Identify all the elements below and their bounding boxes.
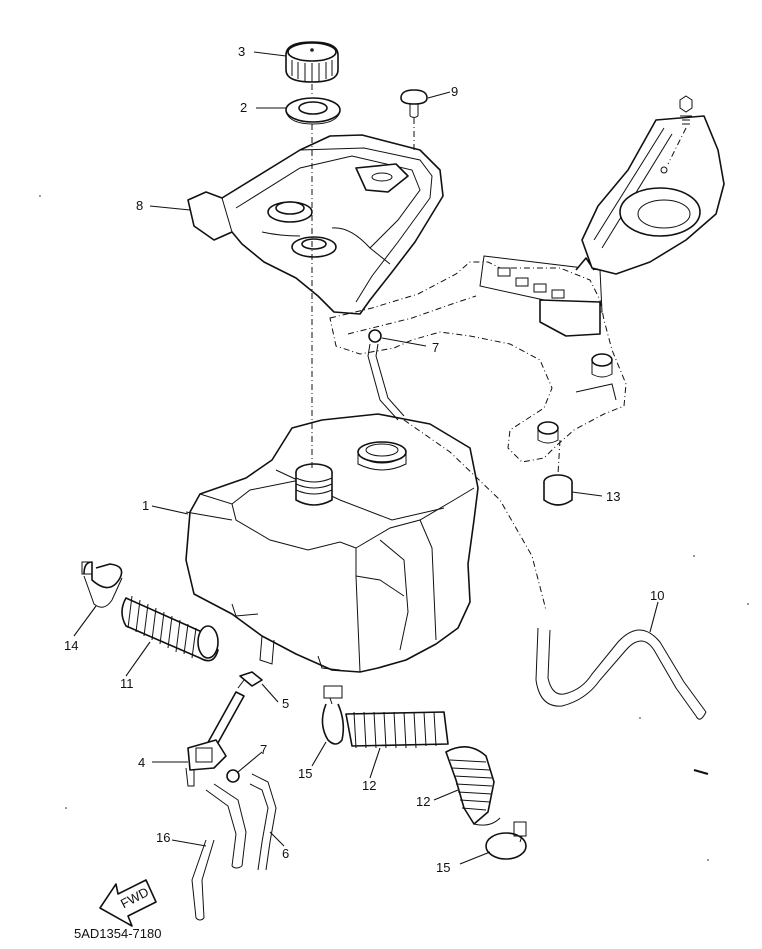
callout-3: 3 [238, 44, 245, 59]
tank-cover-bracket [187, 134, 444, 315]
fuel-tank [185, 84, 479, 673]
cap-gasket [285, 97, 341, 125]
callout-7-lower: 7 [260, 742, 267, 757]
rear-panel [581, 95, 725, 275]
callout-7-upper: 7 [432, 340, 439, 355]
callout-4: 4 [138, 755, 145, 770]
callout-8: 8 [136, 198, 143, 213]
callout-16: 16 [156, 830, 170, 845]
clamp-7-lower [226, 769, 240, 783]
callout-10: 10 [650, 588, 664, 603]
hose-10 [535, 627, 707, 720]
callout-15-left: 15 [298, 766, 312, 781]
callout-12-upper: 12 [362, 778, 376, 793]
corrugated-hose-12-lower [445, 746, 501, 826]
print-specks [39, 195, 749, 861]
hose-16 [191, 783, 247, 921]
clamp-15-left [321, 685, 345, 745]
callout-11: 11 [120, 676, 134, 691]
fwd-arrow: FWD [99, 879, 157, 927]
clip-9 [400, 89, 428, 118]
callout-5: 5 [282, 696, 289, 711]
fuel-cap [285, 41, 339, 83]
callout-9: 9 [451, 84, 458, 99]
grommet-13 [543, 439, 573, 506]
breather-hose-path [367, 343, 547, 611]
hose-6 [249, 773, 277, 871]
drawing-code: 5AD1354-7180 [74, 926, 161, 941]
clamp-14 [81, 561, 123, 608]
callout-13: 13 [606, 489, 620, 504]
clamp-15-right [485, 821, 527, 860]
corrugated-hose-12-upper [345, 711, 449, 749]
fuel-cock-4 [185, 691, 245, 787]
callout-14: 14 [64, 638, 78, 653]
clamp-7-upper [368, 329, 382, 343]
callout-labels: 3 2 9 8 7 1 13 10 14 11 5 4 7 15 12 12 1… [64, 44, 664, 875]
callout-1: 1 [142, 498, 149, 513]
callout-2: 2 [240, 100, 247, 115]
leader-lines [73, 51, 659, 865]
callout-12-lower: 12 [416, 794, 430, 809]
frame-outline [329, 255, 627, 463]
callout-6: 6 [282, 846, 289, 861]
corrugated-hose-11 [121, 595, 219, 662]
fitting-5 [237, 671, 263, 689]
callout-15-right: 15 [436, 860, 450, 875]
